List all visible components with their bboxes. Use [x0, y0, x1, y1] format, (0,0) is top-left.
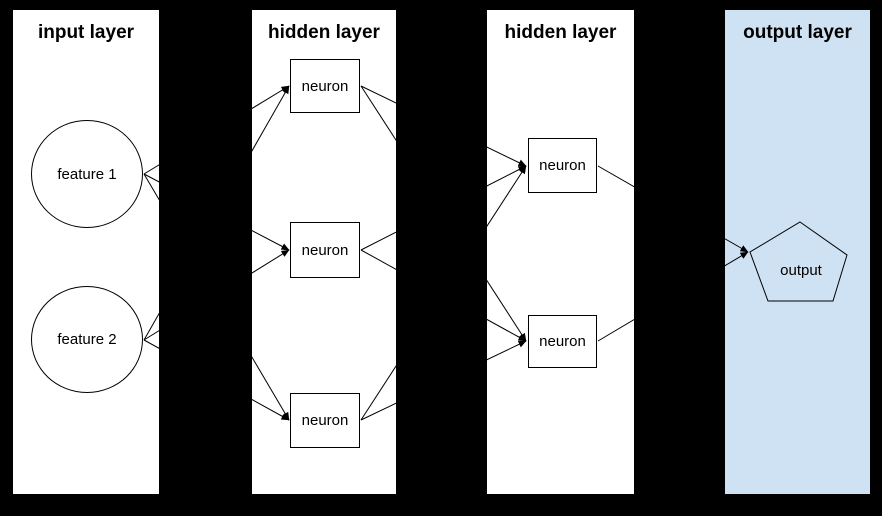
input-layer-title: input layer [37, 22, 135, 43]
hidden2-neuron-1: neuron [528, 138, 597, 193]
output-layer-panel: output layer [725, 10, 870, 494]
hidden-layer-1-title: hidden layer [268, 22, 380, 43]
hidden-layer-2-title: hidden layer [504, 22, 617, 43]
hidden1-neuron-3-label: neuron [301, 412, 349, 429]
input-node-feature-1: feature 1 [31, 120, 143, 228]
hidden-layer-2-panel: hidden layer [487, 10, 634, 494]
hidden2-neuron-1-label: neuron [539, 157, 586, 174]
output-node-label-wrap: output [765, 258, 837, 282]
hidden2-neuron-2-label: neuron [539, 333, 586, 350]
input-node-feature-2-label: feature 2 [57, 331, 117, 348]
input-layer-panel: input layer [13, 10, 159, 494]
input-node-feature-1-label: feature 1 [57, 165, 117, 183]
hidden1-neuron-1: neuron [290, 59, 360, 113]
input-node-feature-2: feature 2 [31, 286, 143, 393]
hidden2-neuron-2: neuron [528, 315, 597, 368]
hidden1-neuron-1-label: neuron [301, 77, 349, 95]
output-node-label: output [780, 261, 822, 279]
hidden1-neuron-3: neuron [290, 393, 360, 448]
output-layer-title: output layer [743, 22, 852, 43]
hidden1-neuron-2-label: neuron [301, 241, 349, 259]
hidden1-neuron-2: neuron [290, 222, 360, 278]
